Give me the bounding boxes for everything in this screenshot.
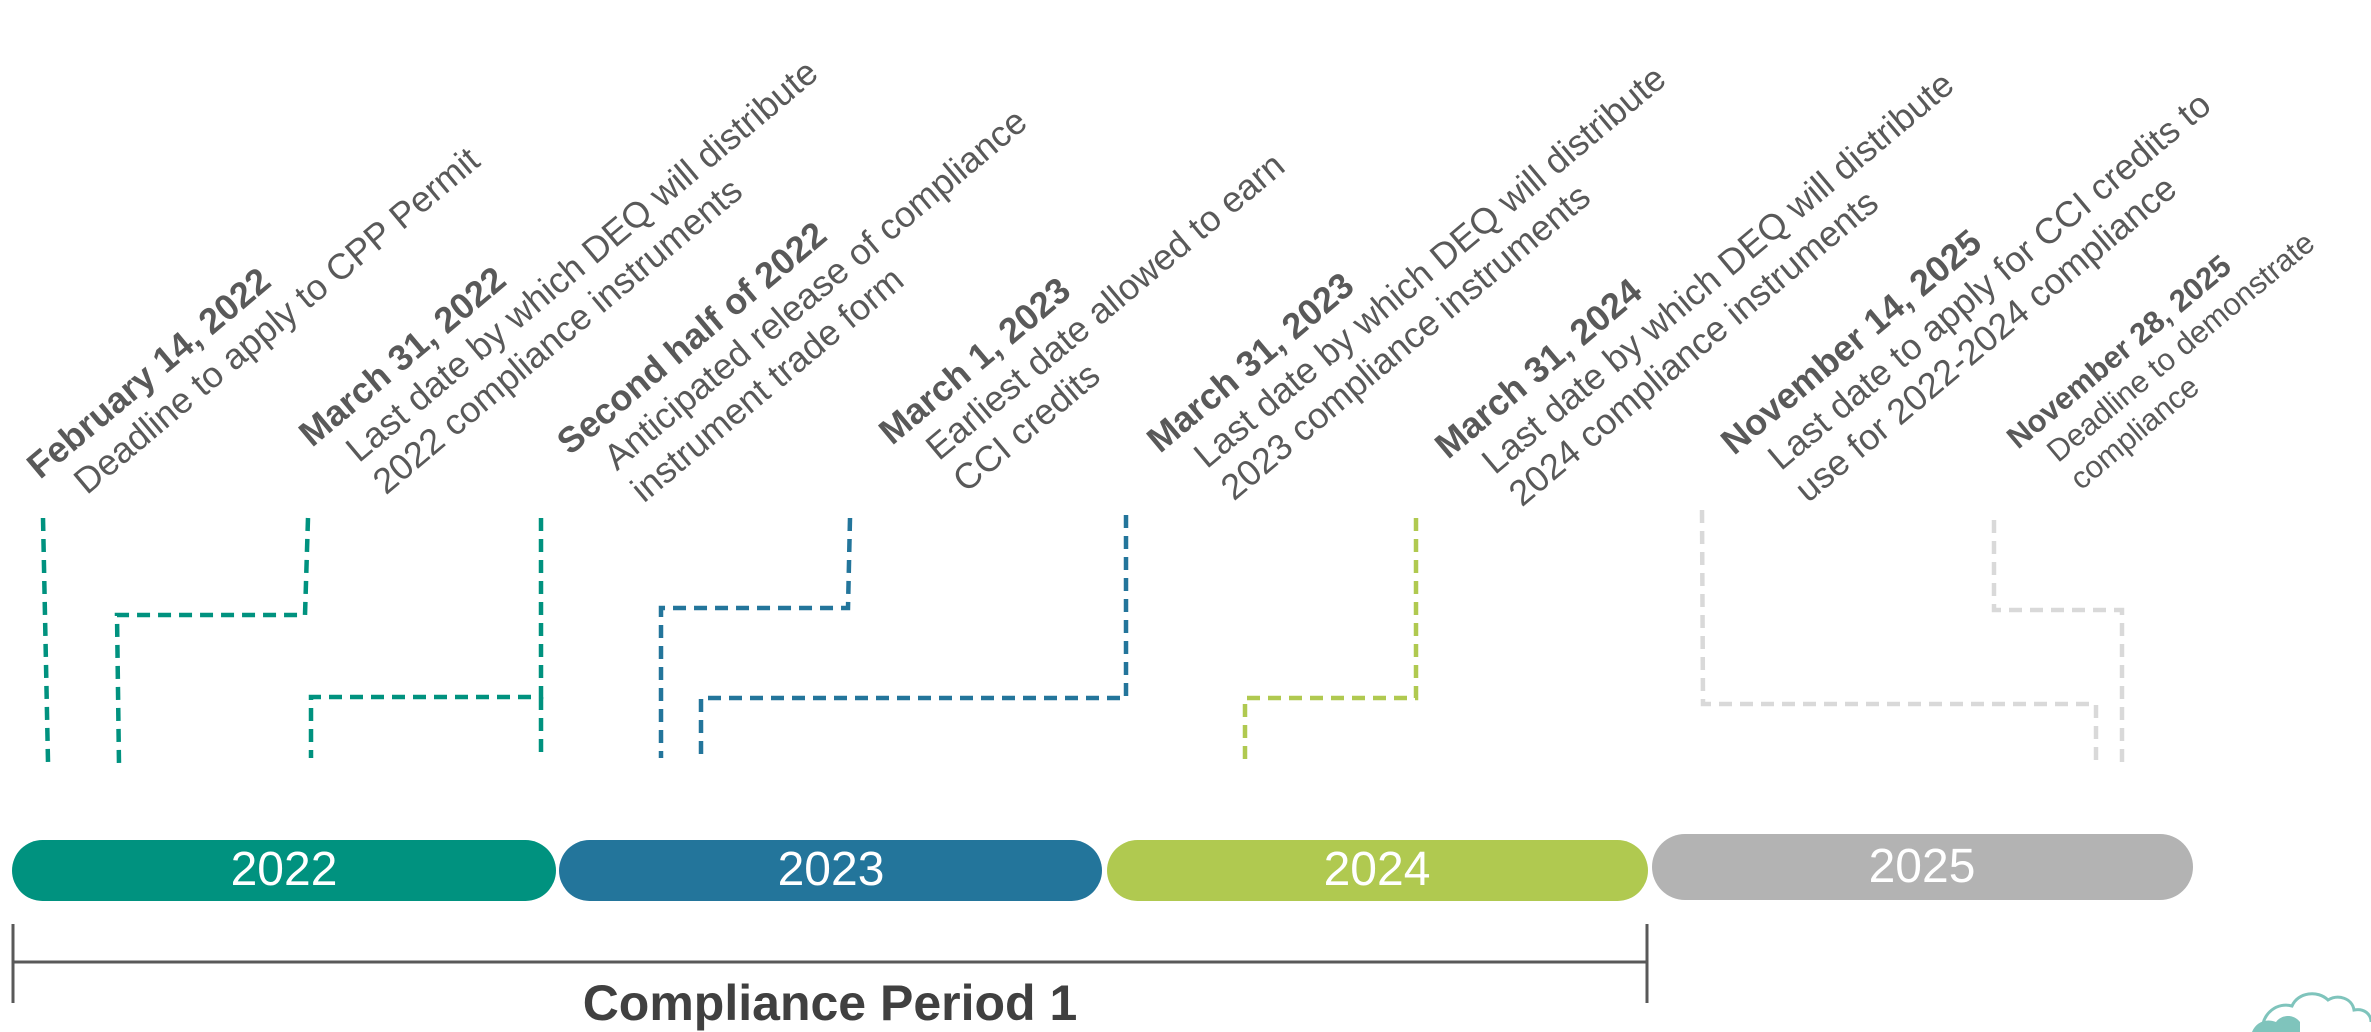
event-labels: February 14, 2022 Deadline to apply to C… xyxy=(19,51,2321,514)
year-label: 2022 xyxy=(231,843,338,896)
year-2025: 2025 xyxy=(1652,834,2193,900)
connector-mar-31-2022 xyxy=(114,517,311,766)
year-2024: 2024 xyxy=(1107,840,1648,901)
logo-cloud xyxy=(2260,992,2371,1032)
event-connectors xyxy=(40,509,2125,766)
year-label: 2023 xyxy=(778,843,885,896)
connector-mar-31-2024 xyxy=(1242,518,1419,762)
deq-logo-icon xyxy=(2252,992,2371,1032)
connector-second-half-2022-a xyxy=(308,518,544,758)
year-label: 2024 xyxy=(1324,843,1431,896)
year-pill xyxy=(12,840,556,901)
logo-cloud-fill xyxy=(2252,1016,2300,1032)
year-pill xyxy=(559,840,1102,901)
connector-mar-31-2023 xyxy=(698,515,1129,760)
connector-nov-14-2025 xyxy=(1699,509,2099,762)
year-pill xyxy=(1652,834,2193,900)
year-2022: 2022 xyxy=(12,840,556,901)
year-pill xyxy=(1107,840,1648,901)
connector-feb-14-2022 xyxy=(40,517,51,763)
year-2023: 2023 xyxy=(559,840,1102,901)
compliance-period-bracket: Compliance Period 1 xyxy=(11,924,1649,1031)
bracket-line xyxy=(11,924,1649,1003)
connector-nov-28-2025 xyxy=(1991,520,2125,762)
year-bar: 2022 2023 2024 2025 xyxy=(12,834,2193,901)
compliance-period-label: Compliance Period 1 xyxy=(583,975,1078,1031)
connector-mar-1-2023 xyxy=(658,517,853,758)
year-label: 2025 xyxy=(1869,840,1976,893)
